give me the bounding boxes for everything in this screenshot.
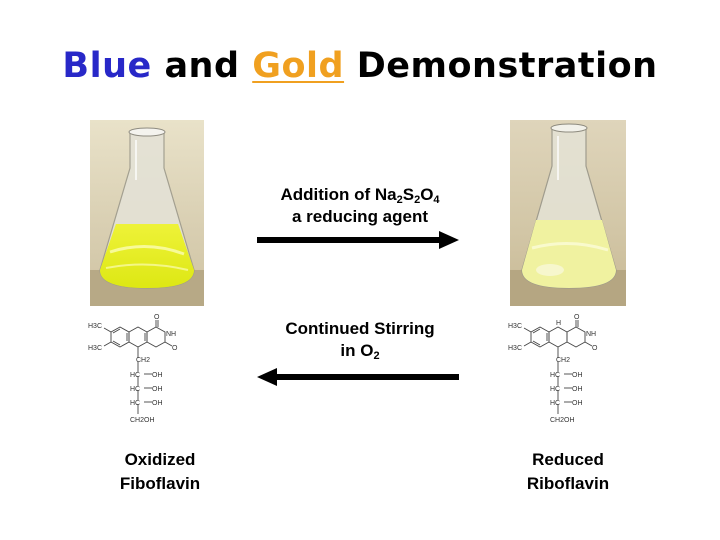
reduced-label-line1: Reduced — [532, 450, 604, 469]
struct-right-ch2oh: CH2OH — [550, 417, 575, 424]
struct-left-ch2: CH2 — [136, 357, 150, 364]
struct-left-oh1: OH — [152, 372, 163, 379]
struct-right-o1: O — [574, 314, 580, 321]
struct-right-hc2: HC — [550, 386, 560, 393]
flask-photo-reduced — [510, 120, 626, 306]
struct-right-oh3: OH — [572, 400, 583, 407]
title-word-gold: Gold — [252, 46, 345, 86]
reverse-reaction-line1: Continued Stirring — [285, 319, 435, 338]
struct-left-oh2: OH — [152, 386, 163, 393]
struct-right-ch2: CH2 — [556, 357, 570, 364]
struct-right-h1: H — [556, 320, 561, 327]
struct-left-hc2: HC — [130, 386, 140, 393]
forward-reaction-label: Addition of Na2S2O4 a reducing agent — [240, 184, 480, 228]
struct-left-oh3: OH — [152, 400, 163, 407]
left-arrow-icon — [257, 368, 459, 386]
struct-right-me1: H3C — [508, 323, 522, 330]
oxidized-label-line2: Fiboflavin — [119, 474, 201, 493]
reduced-label: Reduced Riboflavin — [504, 448, 632, 496]
reverse-reaction-label: Continued Stirring in O2 — [240, 318, 480, 362]
struct-left-o1: O — [154, 314, 160, 321]
oxidized-label: Oxidized Fiboflavin — [96, 448, 224, 496]
struct-right-o2: O — [592, 345, 598, 352]
slide-title: Blue and Gold Demonstration — [0, 46, 720, 86]
struct-right-hc1: HC — [550, 372, 560, 379]
reverse-reaction-line2: in O2 — [340, 341, 380, 362]
title-word-blue: Blue — [62, 46, 152, 86]
flask-liquid-reduced — [522, 220, 616, 288]
reduced-label-line2: Riboflavin — [526, 474, 610, 493]
struct-left-me2: H3C — [88, 345, 102, 352]
struct-left-hc3: HC — [130, 400, 140, 407]
title-word-demonstration: Demonstration — [356, 46, 658, 86]
struct-left-o2: O — [172, 345, 178, 352]
struct-right-me2: H3C — [508, 345, 522, 352]
structure-oxidized-riboflavin: H3C H3C O O NH CH2 HC OH HC OH HC OH CH2… — [88, 314, 178, 424]
struct-right-oh2: OH — [572, 386, 583, 393]
forward-reaction-line2: a reducing agent — [291, 207, 429, 226]
structure-reduced-riboflavin: H3C H3C O O H NH CH2 HC OH HC OH HC OH C… — [508, 314, 598, 424]
flask-photo-oxidized — [90, 120, 204, 306]
title-word-and: and — [164, 46, 240, 86]
right-arrow-icon — [257, 231, 459, 249]
struct-right-nh: NH — [586, 331, 596, 338]
struct-right-hc3: HC — [550, 400, 560, 407]
struct-left-hc1: HC — [130, 372, 140, 379]
forward-reaction-line1: Addition of Na2S2O4 — [280, 185, 440, 206]
struct-right-oh1: OH — [572, 372, 583, 379]
struct-left-me1: H3C — [88, 323, 102, 330]
struct-left-ch2oh: CH2OH — [130, 417, 155, 424]
oxidized-label-line1: Oxidized — [124, 450, 196, 469]
struct-left-nh: NH — [166, 331, 176, 338]
